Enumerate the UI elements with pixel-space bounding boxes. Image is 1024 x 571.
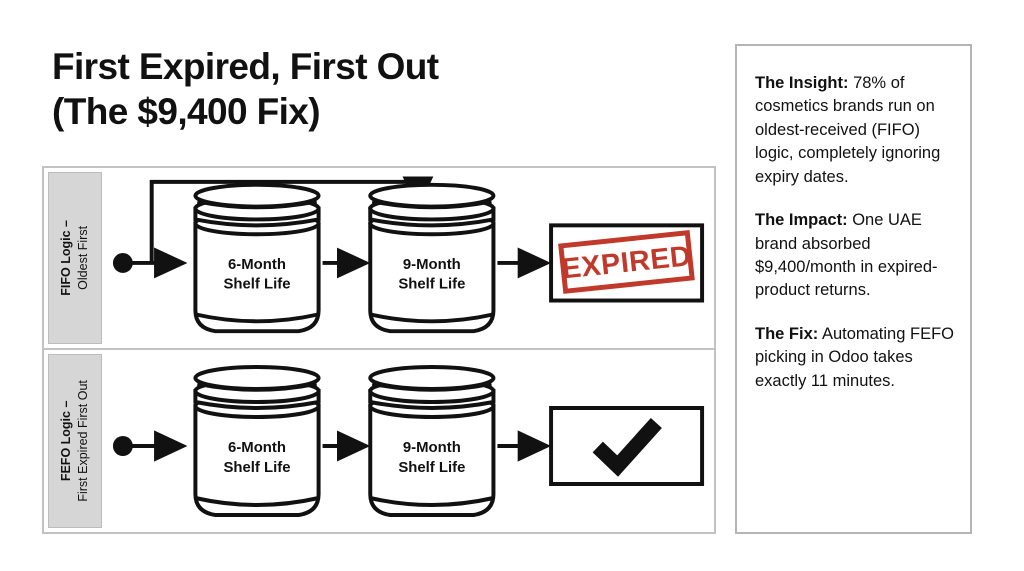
- row-label-fefo-subtitle: First Expired First Out: [76, 380, 91, 502]
- expired-stamp-border: [558, 230, 695, 294]
- note-fix-heading: The Fix:: [755, 324, 819, 343]
- jar-fifo-2: 9-Month Shelf Life: [368, 182, 496, 334]
- note-insight-heading: The Insight:: [755, 74, 849, 92]
- outcome-expired: EXPIRED: [549, 223, 705, 303]
- jar-label-line2: Shelf Life: [223, 277, 290, 293]
- row-label-fifo-subtitle: Oldest First: [76, 226, 91, 290]
- flow-start-dot: [112, 436, 133, 456]
- process-diagram: FIFO Logic – Oldest First: [42, 166, 716, 534]
- jar-label-line1: 6-Month: [228, 257, 286, 273]
- insights-panel: The Insight: 78% of cosmetics brands run…: [735, 44, 972, 534]
- outcome-approved: [549, 406, 705, 486]
- page-title: First Expired, First Out (The $9,400 Fix…: [52, 46, 439, 133]
- note-impact: The Impact: One UAE brand absorbed $9,40…: [755, 209, 954, 303]
- note-impact-heading: The Impact:: [755, 211, 848, 230]
- diagram-row-fefo: FEFO Logic – First Expired First Out: [44, 350, 714, 532]
- note-fix: The Fix: Automating FEFO picking in Odoo…: [755, 323, 954, 393]
- checkmark-icon: [592, 417, 662, 477]
- jar-label-line2: Shelf Life: [223, 459, 290, 476]
- note-insight: The Insight: 78% of cosmetics brands run…: [755, 72, 954, 189]
- jar-fifo-1: 6-Month Shelf Life: [193, 182, 321, 334]
- row-canvas-fefo: 6-Month Shelf Life 9-Month Shelf Life: [104, 350, 714, 532]
- note-fix-body: Automating FEFO picking in Odoo takes ex…: [755, 324, 954, 390]
- fifo-flow-svg: 6-Month Shelf Life 9-Month Shelf Li: [112, 176, 705, 334]
- row-label-fifo: FIFO Logic – Oldest First: [48, 172, 102, 344]
- note-impact-body: One UAE brand absorbed $9,400/month in e…: [755, 211, 938, 300]
- jar-label-line1: 6-Month: [228, 439, 286, 456]
- note-insight-body: 78% of cosmetics brands run on oldest-re…: [755, 74, 941, 186]
- jar-label-line2: Shelf Life: [398, 459, 465, 476]
- fefo-flow-svg: 6-Month Shelf Life 9-Month Shelf Life: [112, 365, 705, 517]
- row-label-fefo: FEFO Logic – First Expired First Out: [48, 354, 102, 528]
- row-canvas-fifo: 6-Month Shelf Life 9-Month Shelf Li: [104, 168, 714, 348]
- flow-start-dot: [112, 253, 133, 273]
- row-label-fefo-title: FEFO Logic –: [59, 400, 74, 482]
- jar-fefo-1: 6-Month Shelf Life: [193, 365, 321, 517]
- jar-label-line1: 9-Month: [403, 257, 461, 273]
- jar-label-line2: Shelf Life: [398, 277, 465, 293]
- diagram-row-fifo: FIFO Logic – Oldest First: [44, 168, 714, 350]
- jar-fefo-2: 9-Month Shelf Life: [368, 365, 496, 517]
- row-label-fifo-title: FIFO Logic –: [59, 220, 74, 296]
- jar-label-line1: 9-Month: [403, 439, 461, 456]
